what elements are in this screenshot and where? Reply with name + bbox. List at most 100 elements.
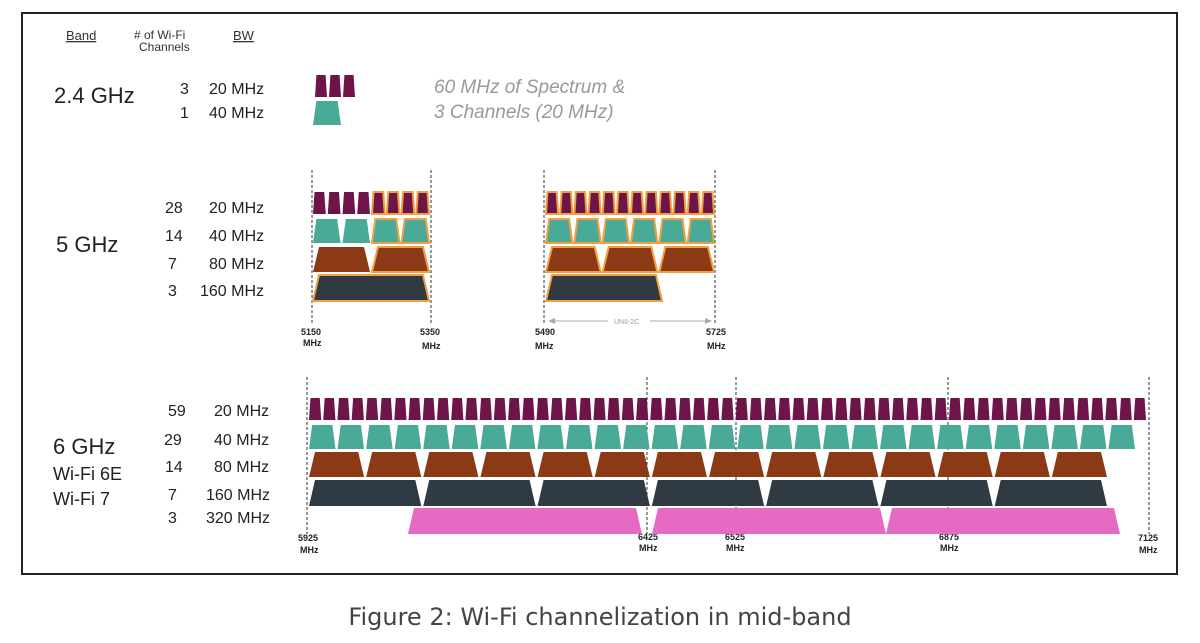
ch6-20mhz-54: [1062, 398, 1075, 420]
ch6-20mhz-12: [465, 398, 478, 420]
ch6-20mhz-42: [892, 398, 905, 420]
band-24-row1-bw: 20 MHz: [209, 81, 264, 98]
band-6-row4-bw: 160 MHz: [206, 487, 270, 504]
ch6-80mhz-2: [366, 452, 422, 477]
ch5a-20mhz-2: [327, 192, 341, 214]
ch5a-20mhz-1: [313, 192, 326, 214]
ch6-20mhz-44: [920, 398, 933, 420]
freq-6875: 6875: [939, 532, 959, 542]
ch5a-20mhz-7: [400, 191, 416, 215]
band-6-wifi6e: Wi-Fi 6E: [53, 464, 122, 484]
ch6-20mhz-22: [607, 398, 620, 420]
ch6-20mhz-36: [806, 398, 819, 420]
ch5b-20mhz-8: [644, 191, 659, 215]
ch6-40mhz-27: [1051, 425, 1078, 449]
ch5b-40mhz-4: [629, 218, 659, 244]
ch5b-40mhz-1: [544, 218, 574, 244]
ch6-160mhz-4: [651, 480, 765, 506]
freq-5490: 5490: [535, 327, 555, 337]
ch6-20mhz-1: [309, 398, 322, 420]
band-6-row2-bw: 40 MHz: [214, 432, 269, 449]
ch6-80mhz-1: [309, 452, 365, 477]
ch6-20mhz-39: [849, 398, 862, 420]
ch5b-20mhz-4: [587, 191, 602, 215]
unii-arrow-right-head: [705, 318, 712, 324]
ch6-40mhz-10: [565, 425, 593, 449]
ch6-40mhz-14: [680, 425, 707, 449]
ch6-20mhz-5: [365, 398, 379, 420]
ch5b-20mhz-1: [544, 191, 560, 215]
ch6-80mhz-11: [880, 452, 936, 477]
ch6-80mhz-7: [651, 452, 707, 477]
ch5b-20mhz-12: [700, 191, 716, 215]
ch6-40mhz-4: [394, 425, 422, 449]
ch6-20mhz-46: [948, 398, 962, 420]
ch6-80mhz-3: [423, 452, 479, 477]
ch6-20mhz-6: [380, 398, 393, 420]
band-24-row2-count: 1: [180, 105, 189, 122]
ch5b-40mhz-6: [686, 218, 716, 244]
ch6-20mhz-35: [792, 398, 805, 420]
ch6-20mhz-50: [1005, 398, 1019, 420]
ch6-80mhz-6: [594, 452, 650, 477]
ch6-40mhz-26: [1022, 425, 1050, 449]
ch6-20mhz-33: [764, 398, 777, 420]
ch6-40mhz-13: [651, 425, 679, 449]
band-6-row4-count: 7: [168, 487, 177, 504]
ch6-20mhz-57: [1105, 398, 1118, 420]
band-6-row1-count: 59: [168, 403, 186, 420]
ch6-20mhz-38: [835, 398, 848, 420]
band-24-note-line1: 60 MHz of Spectrum &: [434, 77, 625, 98]
ch6-20mhz-7: [394, 398, 407, 420]
freq-5150: 5150: [301, 327, 321, 337]
freq-7125: 7125: [1138, 533, 1158, 543]
ch6-160mhz-5: [766, 480, 879, 506]
band-5-row2-bw: 40 MHz: [209, 228, 264, 245]
freq-7125-unit: MHz: [1139, 545, 1158, 555]
ch6-20mhz-53: [1048, 398, 1061, 420]
ch5a-160mhz-1: [311, 274, 431, 302]
ch6-20mhz-52: [1034, 398, 1047, 420]
ch6-20mhz-45: [934, 398, 947, 420]
ch5b-160mhz-1: [544, 274, 664, 302]
ch6-20mhz-25: [650, 398, 663, 420]
ch6-20mhz-34: [778, 398, 791, 420]
ch6-40mhz-22: [908, 425, 936, 449]
ch6-80mhz-9: [766, 452, 822, 477]
ch5a-80mhz-2: [370, 246, 431, 273]
ch6-40mhz-24: [965, 425, 993, 449]
ch5a-20mhz-5: [370, 191, 386, 215]
ch6-20mhz-59: [1133, 398, 1146, 420]
ch5b-80mhz-2: [601, 246, 659, 273]
ch6-20mhz-43: [906, 398, 919, 420]
ch6-160mhz-7: [994, 480, 1107, 506]
ch6-80mhz-10: [823, 452, 879, 477]
unii-arrow-left-head: [548, 318, 555, 324]
ch24-20mhz-2: [329, 75, 341, 97]
ch5b-20mhz-10: [672, 191, 687, 215]
ch6-80mhz-4: [480, 452, 536, 477]
ch6-320mhz-2: [652, 508, 886, 534]
ch5a-20mhz-8: [415, 191, 431, 215]
ch5a-20mhz-6: [385, 191, 401, 215]
header-band: Band: [66, 28, 96, 43]
ch6-40mhz-7: [480, 425, 507, 449]
ch6-40mhz-16: [737, 425, 764, 449]
ch6-40mhz-6: [451, 425, 479, 449]
figure-caption: Figure 2: Wi-Fi channelization in mid-ba…: [348, 603, 852, 631]
freq-6425-unit: MHz: [639, 543, 658, 553]
ch5a-40mhz-4: [400, 218, 431, 244]
band-6-row1-bw: 20 MHz: [214, 403, 269, 420]
ch6-20mhz-49: [991, 398, 1004, 420]
freq-5725-unit: MHz: [707, 341, 726, 351]
ch5b-80mhz-1: [544, 246, 602, 273]
ch5b-40mhz-5: [658, 218, 687, 244]
freq-6525-unit: MHz: [726, 543, 745, 553]
ch5b-80mhz-3: [658, 246, 716, 273]
ch6-20mhz-14: [493, 398, 507, 420]
band-6-label: 6 GHz: [53, 434, 115, 459]
ch6-40mhz-8: [508, 425, 536, 449]
ch6-20mhz-15: [508, 398, 521, 420]
ch6-40mhz-20: [851, 425, 879, 449]
freq-5925: 5925: [298, 533, 318, 543]
